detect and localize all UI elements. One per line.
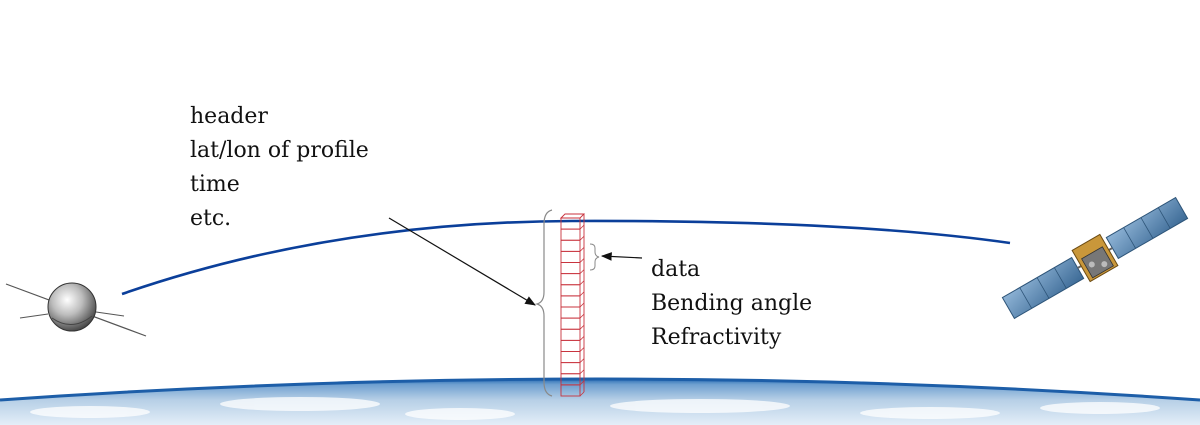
profile-level-depth: [579, 324, 585, 330]
ray-path: [121, 219, 1011, 296]
data-label-block: data Bending angle Refractivity: [651, 253, 812, 355]
profile-level: [560, 239, 581, 252]
profile-level: [560, 362, 581, 375]
profile-column: [559, 213, 586, 397]
profile-level: [560, 328, 581, 341]
earth-limb: [0, 377, 1200, 425]
latlon-label: lat/lon of profile: [190, 138, 369, 163]
data-arrow: [600, 252, 643, 261]
leo-satellite-icon: [5, 282, 147, 337]
profile-level-depth: [579, 347, 585, 352]
profile-level: [560, 384, 581, 397]
profile-level-depth: [579, 224, 585, 230]
profile-level-depth: [579, 369, 585, 375]
profile-level: [560, 262, 581, 275]
refractivity-label: Refractivity: [651, 325, 782, 350]
profile-level: [560, 250, 581, 263]
level-brace: [589, 243, 600, 271]
bending-angle-label: Bending angle: [651, 291, 813, 316]
profile-column-top: [559, 213, 586, 219]
profile-level: [560, 228, 581, 241]
etc-label: etc.: [190, 206, 232, 231]
profile-level: [560, 351, 581, 364]
gps-satellite-icon: [1001, 196, 1189, 320]
profile-level-depth: [579, 336, 585, 341]
profile-level: [560, 295, 581, 308]
profile-level: [560, 217, 581, 230]
profile-level: [560, 317, 581, 330]
metadata-arrow: [388, 217, 536, 306]
header-label: header: [190, 104, 268, 129]
profile-level-depth: [579, 258, 585, 263]
profile-level: [560, 284, 581, 297]
profile-brace: [534, 209, 553, 397]
profile-level-depth: [579, 380, 585, 386]
metadata-label-block: header lat/lon of profile time etc.: [190, 100, 369, 236]
data-label: data: [651, 257, 701, 282]
profile-level-depth: [579, 269, 585, 274]
time-label: time: [190, 172, 240, 197]
profile-level-depth: [579, 391, 585, 397]
profile-level: [560, 273, 581, 286]
profile-level: [560, 306, 581, 319]
profile-level-depth: [579, 302, 585, 308]
profile-level: [560, 339, 581, 352]
profile-level-depth: [579, 247, 585, 252]
profile-level-depth: [579, 235, 585, 241]
profile-level-depth: [579, 280, 585, 286]
profile-level-depth: [579, 291, 585, 297]
profile-level-depth: [579, 358, 585, 363]
profile-level-depth: [579, 313, 585, 319]
